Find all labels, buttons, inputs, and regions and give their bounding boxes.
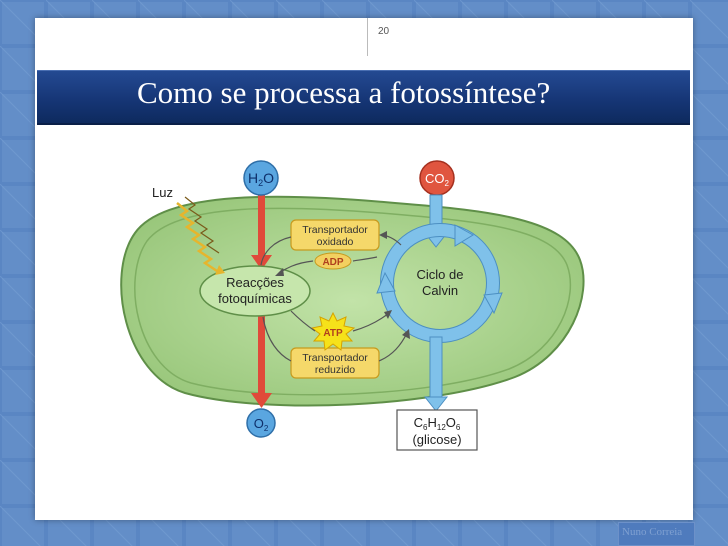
footer-author: Nuno Correia	[622, 526, 683, 538]
arc-atp-head	[384, 310, 392, 319]
blue-arrow-out	[429, 336, 443, 400]
arc-reactions-to-atp	[290, 310, 316, 332]
light-reactions-label-1: Reacções	[226, 275, 284, 290]
co2-label: CO2	[425, 171, 450, 188]
chloroplast-inner-membrane	[134, 207, 572, 396]
calvin-cycle-label-2: Calvin	[422, 283, 458, 298]
arc-reduced-head	[402, 329, 410, 339]
red-arrow-bottom-head	[251, 393, 272, 408]
title-bar	[37, 70, 690, 125]
atp-starburst	[310, 311, 356, 351]
blue-arrow-out-head	[423, 396, 449, 412]
arc-oxidized-head	[379, 231, 387, 239]
light-arrowhead	[215, 265, 225, 275]
light-label: Luz	[152, 185, 173, 200]
calvin-cycle-label-1: Ciclo de	[417, 267, 464, 282]
calvin-cycle-ring-outline-inner	[393, 236, 487, 330]
chloroplast-shape	[120, 195, 585, 407]
slide-number-divider	[367, 18, 368, 56]
arc-oxidized-to-reactions	[260, 236, 292, 266]
photosynthesis-diagram: H2O O2 CO2 Ciclo de Calvin Reacções foto…	[120, 160, 585, 451]
reduced-carrier-box	[290, 347, 380, 379]
red-arrow-top	[258, 193, 265, 258]
red-arrow-bottom	[258, 305, 265, 395]
oxygen-bubble	[246, 408, 276, 438]
slide-number: 20	[378, 26, 390, 37]
calvin-arrowhead-top	[454, 224, 474, 247]
light-reactions-label-2: fotoquímicas	[218, 291, 292, 306]
calvin-arrowhead-right	[483, 292, 503, 315]
adp-blob	[314, 252, 352, 270]
light-zigzag-2	[184, 196, 220, 254]
reduced-carrier-label-1: Transportador	[302, 352, 368, 364]
glucose-formula: C6H12O6	[414, 415, 461, 432]
water-bubble	[243, 160, 279, 196]
atp-label: ATP	[323, 328, 343, 339]
reduced-carrier-label-2: reduzido	[315, 364, 355, 376]
arc-adp-head	[275, 268, 284, 276]
oxidized-carrier-label-2: oxidado	[317, 236, 354, 248]
oxygen-label: O2	[254, 416, 269, 433]
glucose-box	[396, 409, 478, 451]
adp-label: ADP	[322, 257, 343, 268]
slide-title: Como se processa a fotossíntese?	[137, 75, 551, 110]
water-label: H2O	[248, 170, 274, 188]
arc-cycle-to-adp	[352, 256, 378, 262]
oxidized-carrier-label-1: Transportador	[302, 224, 368, 236]
light-reactions-ellipse	[199, 265, 311, 317]
light-zigzag-1	[176, 202, 218, 273]
calvin-arrowhead-left	[376, 271, 396, 294]
arc-reactions-to-reduced	[262, 316, 292, 362]
glucose-name: (glicose)	[412, 432, 461, 447]
